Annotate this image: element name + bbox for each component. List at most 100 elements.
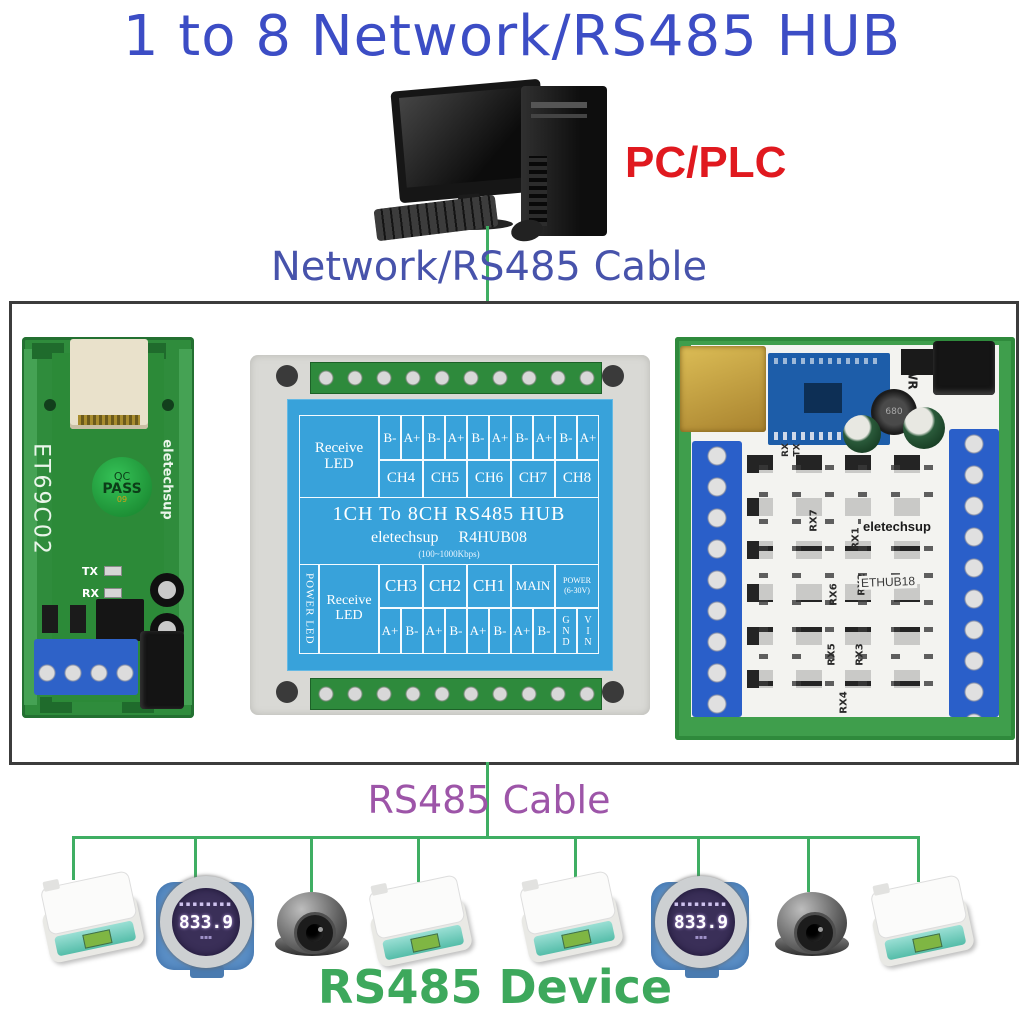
device-gauge-2: ▪▪▪▪▪▪▪▪ 833.9 ▪▪▪: [645, 870, 755, 980]
device-camera-2: [767, 890, 857, 962]
module-pads: [774, 358, 882, 364]
gnd-cell: GND: [555, 608, 577, 654]
rx-label: RX: [82, 587, 99, 600]
smd-resistor: [104, 588, 122, 598]
rs485-cable-line: [486, 762, 489, 838]
bus-drop-6: [697, 838, 700, 878]
capacitor-top: [158, 581, 176, 599]
channel-cell: CH6: [467, 460, 511, 498]
device-scale-1: [35, 870, 155, 965]
module-chip: [804, 383, 842, 413]
left-board-et69c02: ET69C02 eletechsup QC PASS 09 TX RX: [22, 337, 194, 718]
tx-label: TX: [792, 443, 803, 457]
pin-cell: A+: [489, 415, 511, 460]
pin-cell: A+: [511, 608, 533, 654]
pc-tower-grille: [529, 156, 547, 226]
pin-cell: A+: [467, 608, 489, 654]
mounting-hole: [44, 399, 56, 411]
bus-drop-4: [417, 838, 420, 882]
channel-cell: CH5: [423, 460, 467, 498]
channel-cell: CH1: [467, 564, 511, 608]
gnd-label: GND: [562, 614, 570, 648]
rx5-label: RX5: [826, 643, 838, 666]
device-scale-2: [363, 874, 483, 969]
channel-cell: CH2: [423, 564, 467, 608]
qc-sticker-number: 09: [116, 494, 128, 504]
pin-cell: B-: [489, 608, 511, 654]
bottom-channel-table: POWER LED Receive LED CH3 CH2 CH1 MAIN P…: [299, 564, 599, 654]
pin-cell: B-: [533, 608, 555, 654]
camera-lens: [294, 912, 336, 954]
pin-cell: B-: [445, 608, 467, 654]
diode: [70, 605, 86, 633]
rs485-device-label: RS485 Device: [317, 960, 673, 1014]
dc-power-jack: [933, 341, 995, 395]
vin-cell: VIN: [577, 608, 599, 654]
bus-drop-5: [574, 838, 577, 880]
pin-cell: B-: [511, 415, 533, 460]
gauge-display: 833.9: [673, 912, 729, 933]
pc-monitor-screen: [398, 86, 541, 188]
device-scale-4: [865, 874, 985, 969]
vin-label: VIN: [584, 614, 592, 648]
power-title: POWER: [563, 576, 591, 586]
bus-drop-3: [310, 838, 313, 892]
rx6-label: RX6: [828, 583, 840, 606]
bus-drop-7: [807, 838, 810, 892]
camera-lens: [794, 912, 836, 954]
pin-cell: A+: [445, 415, 467, 460]
pc-tower: [521, 86, 607, 236]
network-cable-label: Network/RS485 Cable: [270, 244, 708, 290]
left-board-brand-label: eletechsup: [159, 439, 175, 520]
pin-cell: A+: [577, 415, 599, 460]
receive-label: Receive: [326, 593, 372, 609]
pin-cell: A+: [401, 415, 423, 460]
hub-label-panel: Receive LED B- A+ B- A+ B- A+ B- A+ B- A…: [287, 399, 613, 671]
channel-cell: CH4: [379, 460, 423, 498]
capacitor: [903, 407, 945, 449]
gauge-face: ▪▪▪▪▪▪▪▪ 833.9 ▪▪▪: [160, 876, 252, 968]
gauge-display: 833.9: [178, 912, 234, 933]
rx-label: RX: [780, 443, 791, 457]
channel-cell: CH8: [555, 460, 599, 498]
receive-led-cell: Receive LED: [299, 415, 379, 498]
pin-cell: B-: [401, 608, 423, 654]
module-pads: [774, 432, 882, 440]
pin-cell: A+: [533, 415, 555, 460]
qc-pass-sticker: QC PASS 09: [92, 457, 152, 517]
rx4-label: RX4: [838, 691, 850, 714]
receive-label: Receive: [314, 439, 364, 456]
pc-tower-drive-slot: [531, 102, 587, 108]
ethernet-jack-pins: [78, 415, 140, 425]
din-rail-right: [179, 349, 192, 705]
mounting-hole: [602, 681, 624, 703]
main-cell: MAIN: [511, 564, 555, 608]
pin-cell: A+: [379, 608, 401, 654]
inductor-marking: 680: [885, 407, 903, 417]
mounting-hole: [162, 399, 174, 411]
led-label: LED: [324, 455, 354, 472]
power-led-label: POWER LED: [303, 573, 316, 645]
right-board-model-label: ETHUB18: [858, 573, 918, 591]
hub-model: R4HUB08: [458, 529, 527, 546]
pc-plc-label: PC/PLC: [625, 138, 787, 187]
din-rail-left: [24, 349, 37, 705]
smd-resistor: [104, 566, 122, 576]
gauge-face: ▪▪▪▪▪▪▪▪ 833.9 ▪▪▪: [655, 876, 747, 968]
ethernet-jack-gold: [680, 346, 766, 432]
right-board-brand-label: eletechsup: [861, 519, 933, 534]
qc-sticker-line2: PASS: [102, 480, 142, 497]
mounting-hole: [276, 681, 298, 703]
power-led-cell: POWER LED: [299, 564, 319, 654]
channel-cell: CH3: [379, 564, 423, 608]
bus-drop-2: [194, 838, 197, 878]
top-terminal-strip: [310, 362, 602, 394]
dc-power-jack: [140, 631, 184, 709]
receive-led-cell: Receive LED: [319, 564, 379, 654]
rs485-cable-label: RS485 Cable: [367, 778, 611, 822]
bottom-terminal-strip: [310, 678, 602, 710]
pc-illustration: PC/PLC: [373, 78, 795, 245]
power-transistor: [96, 599, 144, 641]
power-header-cell: POWER (6-30V): [555, 564, 599, 608]
hub-brand: eletechsup: [371, 529, 439, 546]
